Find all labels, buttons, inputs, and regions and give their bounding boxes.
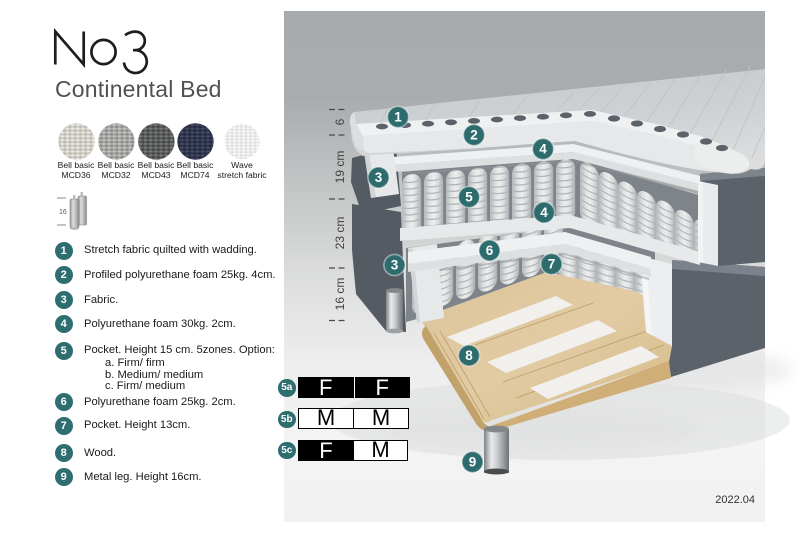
svg-text:1: 1 <box>394 110 402 125</box>
svg-text:3: 3 <box>375 170 383 185</box>
svg-text:19 cm: 19 cm <box>333 151 347 184</box>
svg-text:8: 8 <box>465 348 473 363</box>
svg-text:9: 9 <box>469 455 477 470</box>
svg-text:23 cm: 23 cm <box>333 217 347 250</box>
svg-text:6: 6 <box>333 118 347 125</box>
svg-text:4: 4 <box>540 205 548 220</box>
svg-text:5: 5 <box>465 190 473 205</box>
svg-text:7: 7 <box>548 257 556 272</box>
svg-text:3: 3 <box>391 258 399 273</box>
svg-text:4: 4 <box>539 142 547 157</box>
svg-text:16: 16 <box>59 209 67 216</box>
svg-text:6: 6 <box>486 243 494 258</box>
svg-text:2: 2 <box>470 128 478 143</box>
svg-text:16 cm: 16 cm <box>333 278 347 311</box>
